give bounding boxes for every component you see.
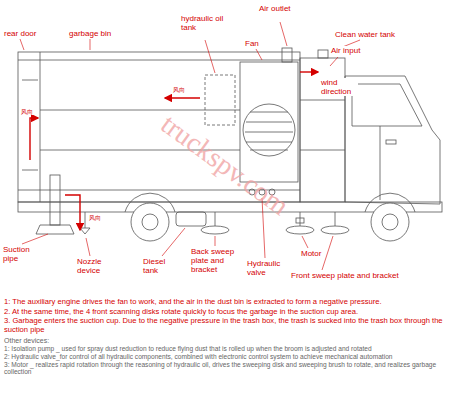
leader-line — [205, 40, 215, 73]
leader-line — [330, 57, 338, 66]
part-label: Back sweep plate and bracket — [190, 247, 244, 274]
leader-line — [90, 39, 91, 50]
leader-line — [20, 39, 24, 50]
process-note: 2. At the same time, the 4 front scannin… — [4, 308, 450, 317]
part-label: Fan — [244, 39, 260, 48]
wind-label: 风向 — [88, 214, 102, 221]
wind-arrow — [30, 72, 318, 230]
part-label: Front sweep plate and bracket — [290, 271, 400, 280]
truck-body — [300, 212, 301, 226]
device-note: 3: Motor _ realizes rapid rotation throu… — [4, 361, 450, 376]
watermark: truckspv.com — [155, 109, 294, 221]
truck-body — [371, 203, 409, 241]
truck-body — [246, 122, 292, 123]
part-label: Nozzle device — [76, 257, 118, 275]
truck-body — [380, 126, 381, 200]
part-label: rear door — [3, 29, 37, 38]
truck-body — [22, 170, 38, 171]
truck-body — [215, 212, 216, 226]
wind-label: 风向 — [172, 86, 186, 93]
leader-line — [162, 228, 185, 256]
part-label: Clean water tank — [334, 30, 396, 39]
part-label: Suction pipe — [2, 245, 44, 263]
truck-body — [85, 212, 86, 228]
leader-line — [22, 234, 48, 244]
truck-body — [335, 212, 336, 226]
wind-arrow — [30, 118, 38, 160]
truck-body — [40, 110, 240, 111]
truck-body — [282, 48, 292, 62]
truck-body — [176, 212, 206, 226]
truck-body — [18, 48, 442, 241]
truck-body — [142, 214, 158, 230]
truck-body — [296, 218, 304, 223]
wind-arrow — [165, 97, 200, 98]
truck-body — [300, 150, 345, 151]
part-label: Hydraulic valve — [246, 259, 292, 277]
leader-line — [256, 49, 262, 60]
truck-body — [243, 104, 295, 156]
process-note: 1: The auxiliary engine drives the fan t… — [4, 298, 450, 307]
part-label: garbage bin — [68, 29, 112, 38]
process-note: 3. Garbage enters the suction cup. Due t… — [4, 317, 450, 334]
truck-body — [22, 80, 38, 81]
device-note: 1: Isolation pump _ used for spray dust … — [4, 345, 450, 353]
truck-body — [205, 75, 235, 125]
truck-body — [386, 140, 396, 144]
part-label: hydraulic oil tank — [180, 14, 230, 32]
truck-body — [36, 225, 74, 234]
truck-body — [250, 112, 288, 113]
part-label: Air outlet — [258, 4, 292, 13]
truck-body — [18, 60, 300, 61]
truck-body — [365, 193, 415, 212]
truck-body — [50, 175, 60, 225]
part-label: wind direction — [320, 78, 358, 96]
truck-body — [131, 203, 169, 241]
truck-body — [352, 84, 422, 126]
notes-panel: 1: The auxiliary engine drives the fan t… — [4, 298, 450, 376]
part-label: Air input — [330, 46, 361, 55]
truck-body — [80, 228, 90, 234]
truck-body — [250, 150, 288, 151]
leader-line — [302, 236, 308, 248]
leader-line — [280, 22, 287, 46]
truck-body — [321, 226, 349, 234]
truck-body — [382, 214, 398, 230]
wind-arrow — [300, 71, 318, 72]
truck-body — [300, 100, 345, 101]
truck-body — [245, 132, 293, 133]
part-label: Diesel tank — [142, 257, 180, 275]
leader-line — [86, 238, 90, 256]
leader-line — [322, 236, 333, 270]
truck-body — [286, 226, 314, 234]
truck-body — [40, 52, 41, 202]
leader-line — [20, 22, 360, 270]
device-note: 2: Hydraulic valve_for control of all hy… — [4, 353, 450, 361]
truck-body — [201, 226, 229, 234]
wind-arrow — [65, 195, 80, 230]
section-heading: Other devices: — [4, 337, 450, 345]
truck-body — [125, 193, 175, 212]
part-label: Motor — [300, 249, 322, 258]
truck-body — [246, 142, 292, 143]
leader-line — [215, 236, 216, 246]
truck-body — [318, 50, 328, 58]
wind-label: 风向 — [20, 108, 34, 115]
truck-body — [345, 76, 440, 204]
